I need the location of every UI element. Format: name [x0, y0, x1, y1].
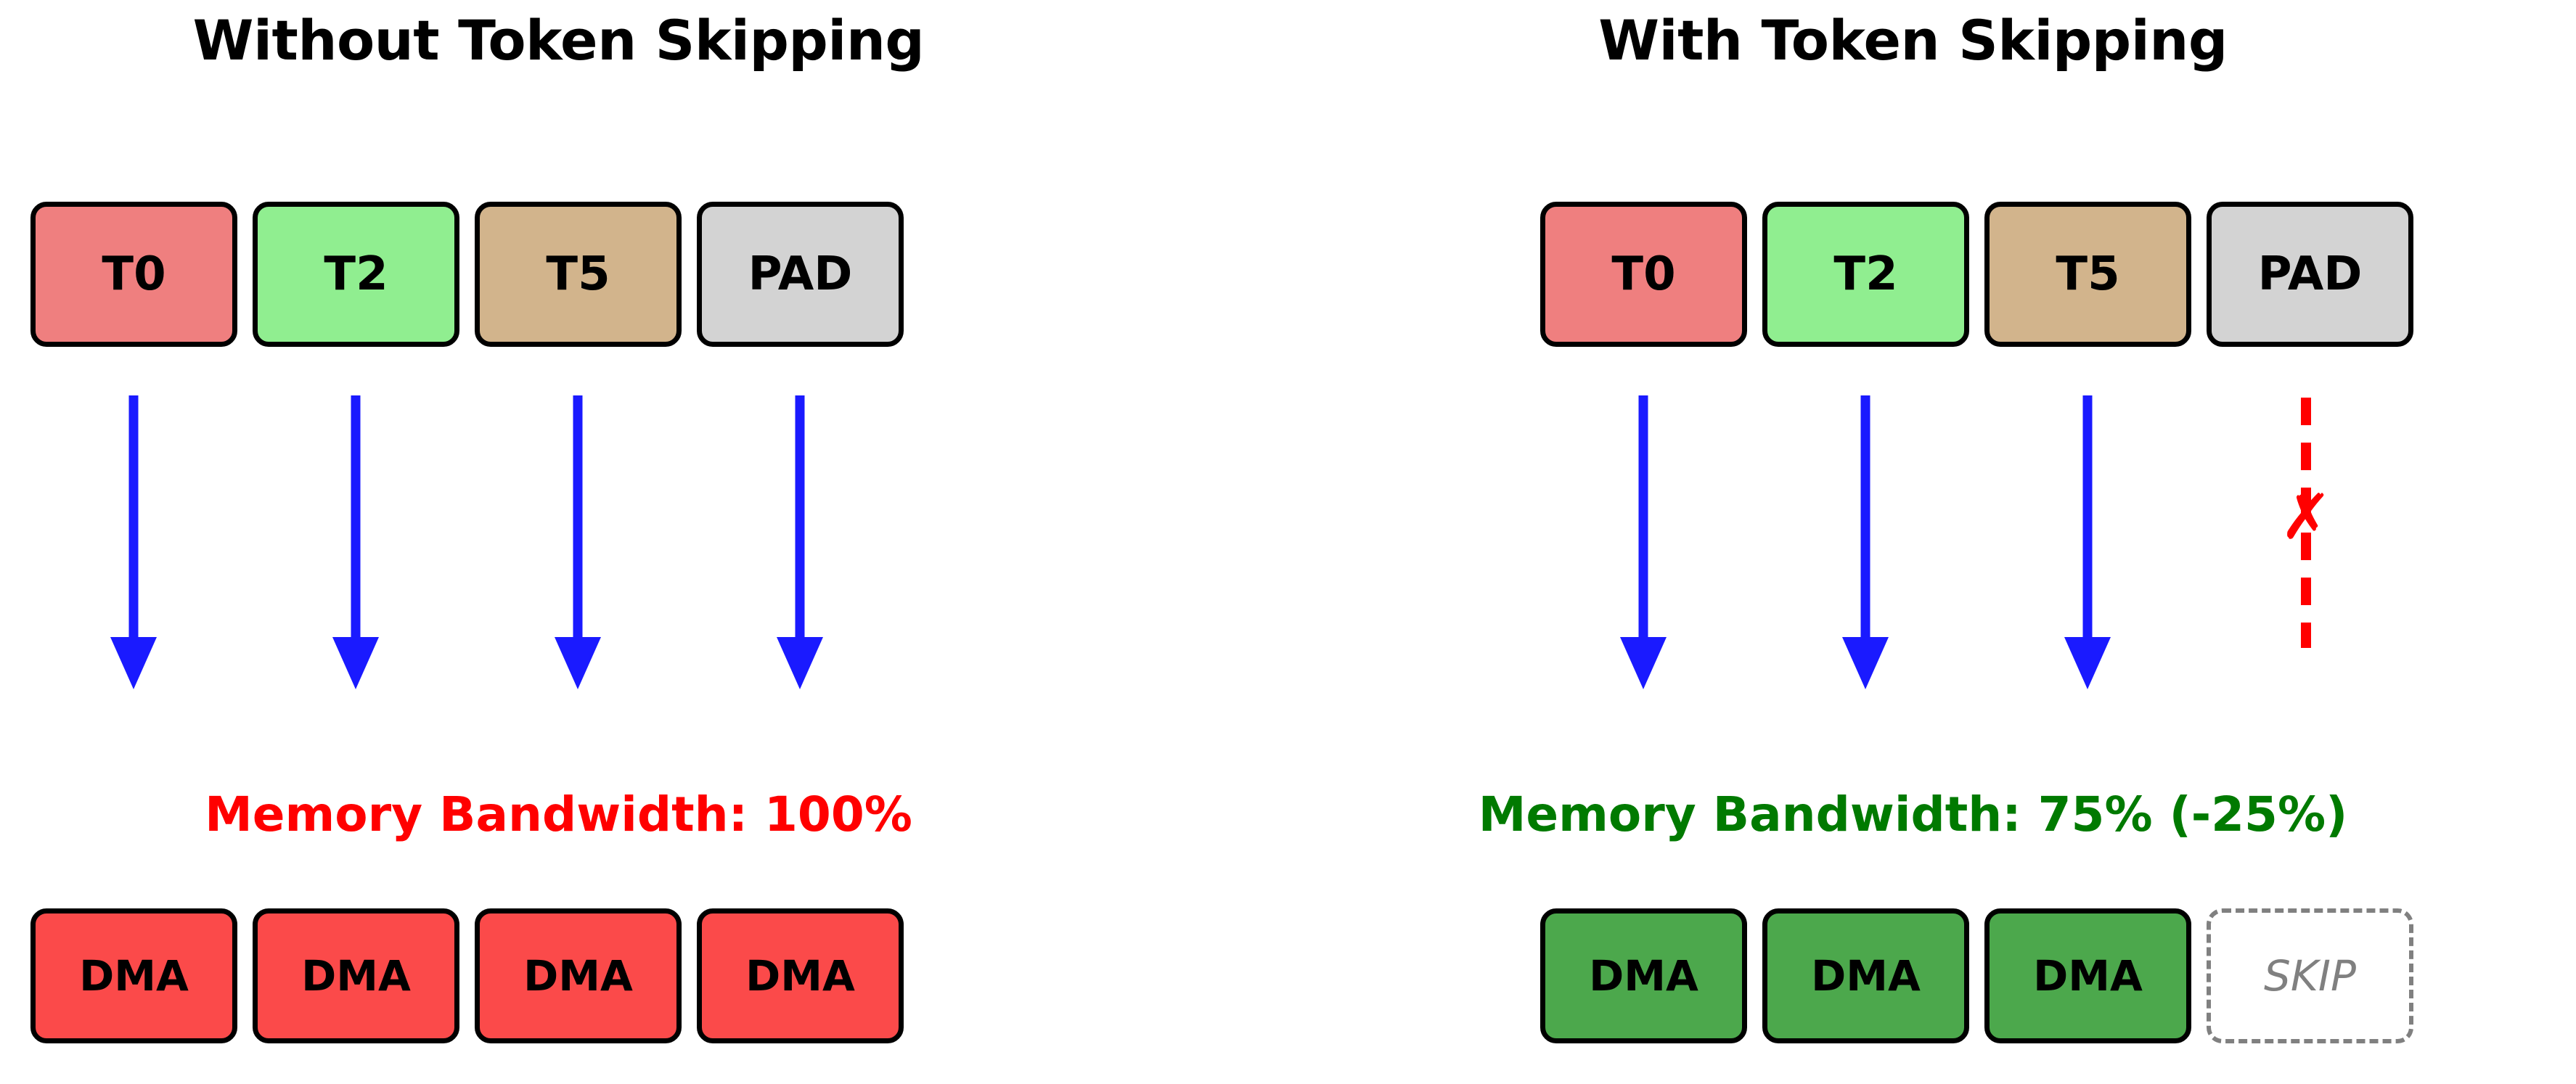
dma-box-1: DMA [1540, 908, 1747, 1043]
token-label: PAD [748, 247, 853, 301]
token-label: T2 [324, 247, 388, 301]
panel-title-right: With Token Skipping [1598, 8, 2228, 73]
panel-with-token-skipping: With Token Skipping T0 T2 T5 PAD Memory … [1288, 0, 2576, 1084]
token-label: PAD [2257, 247, 2363, 301]
token-box-t2: T2 [253, 202, 459, 347]
skip-box: SKIP [2207, 908, 2413, 1043]
dma-box-3: DMA [475, 908, 682, 1043]
token-box-t2: T2 [1762, 202, 1969, 347]
dma-label: DMA [523, 951, 633, 1001]
dma-box-2: DMA [1762, 908, 1969, 1043]
panel-without-token-skipping: Without Token Skipping T0 T2 T5 PAD Memo… [30, 8, 925, 1043]
token-label: T5 [2056, 247, 2120, 301]
dma-label: DMA [79, 951, 189, 1001]
token-box-t0: T0 [1540, 202, 1747, 347]
dma-box-1: DMA [30, 908, 237, 1043]
dma-label: DMA [1811, 951, 1921, 1001]
token-box-pad: PAD [697, 202, 904, 347]
token-box-t5: T5 [475, 202, 682, 347]
dma-box-4: DMA [697, 908, 904, 1043]
bandwidth-label-left: Memory Bandwidth: 100% [205, 787, 912, 842]
token-box-pad: PAD [2207, 202, 2413, 347]
dma-row-left: DMA DMA DMA DMA [30, 908, 904, 1043]
dma-box-3: DMA [1984, 908, 2191, 1043]
token-label: T0 [1611, 247, 1676, 301]
token-box-t0: T0 [30, 202, 237, 347]
panel-title-left: Without Token Skipping [192, 8, 925, 73]
dma-label: DMA [301, 951, 411, 1001]
skip-label: SKIP [2264, 951, 2356, 1001]
token-label: T5 [546, 247, 610, 301]
dma-label: DMA [1589, 951, 1698, 1001]
token-label: T2 [1833, 247, 1898, 301]
dma-box-2: DMA [253, 908, 459, 1043]
token-row-right: T0 T2 T5 PAD [1540, 202, 2413, 347]
token-box-t5: T5 [1984, 202, 2191, 347]
dma-label: DMA [745, 951, 855, 1001]
dma-row-right: DMA DMA DMA SKIP [1540, 908, 2413, 1043]
bandwidth-label-right: Memory Bandwidth: 75% (-25%) [1478, 787, 2348, 842]
token-row-left: T0 T2 T5 PAD [30, 202, 904, 347]
dma-label: DMA [2033, 951, 2143, 1001]
token-label: T0 [102, 247, 166, 301]
